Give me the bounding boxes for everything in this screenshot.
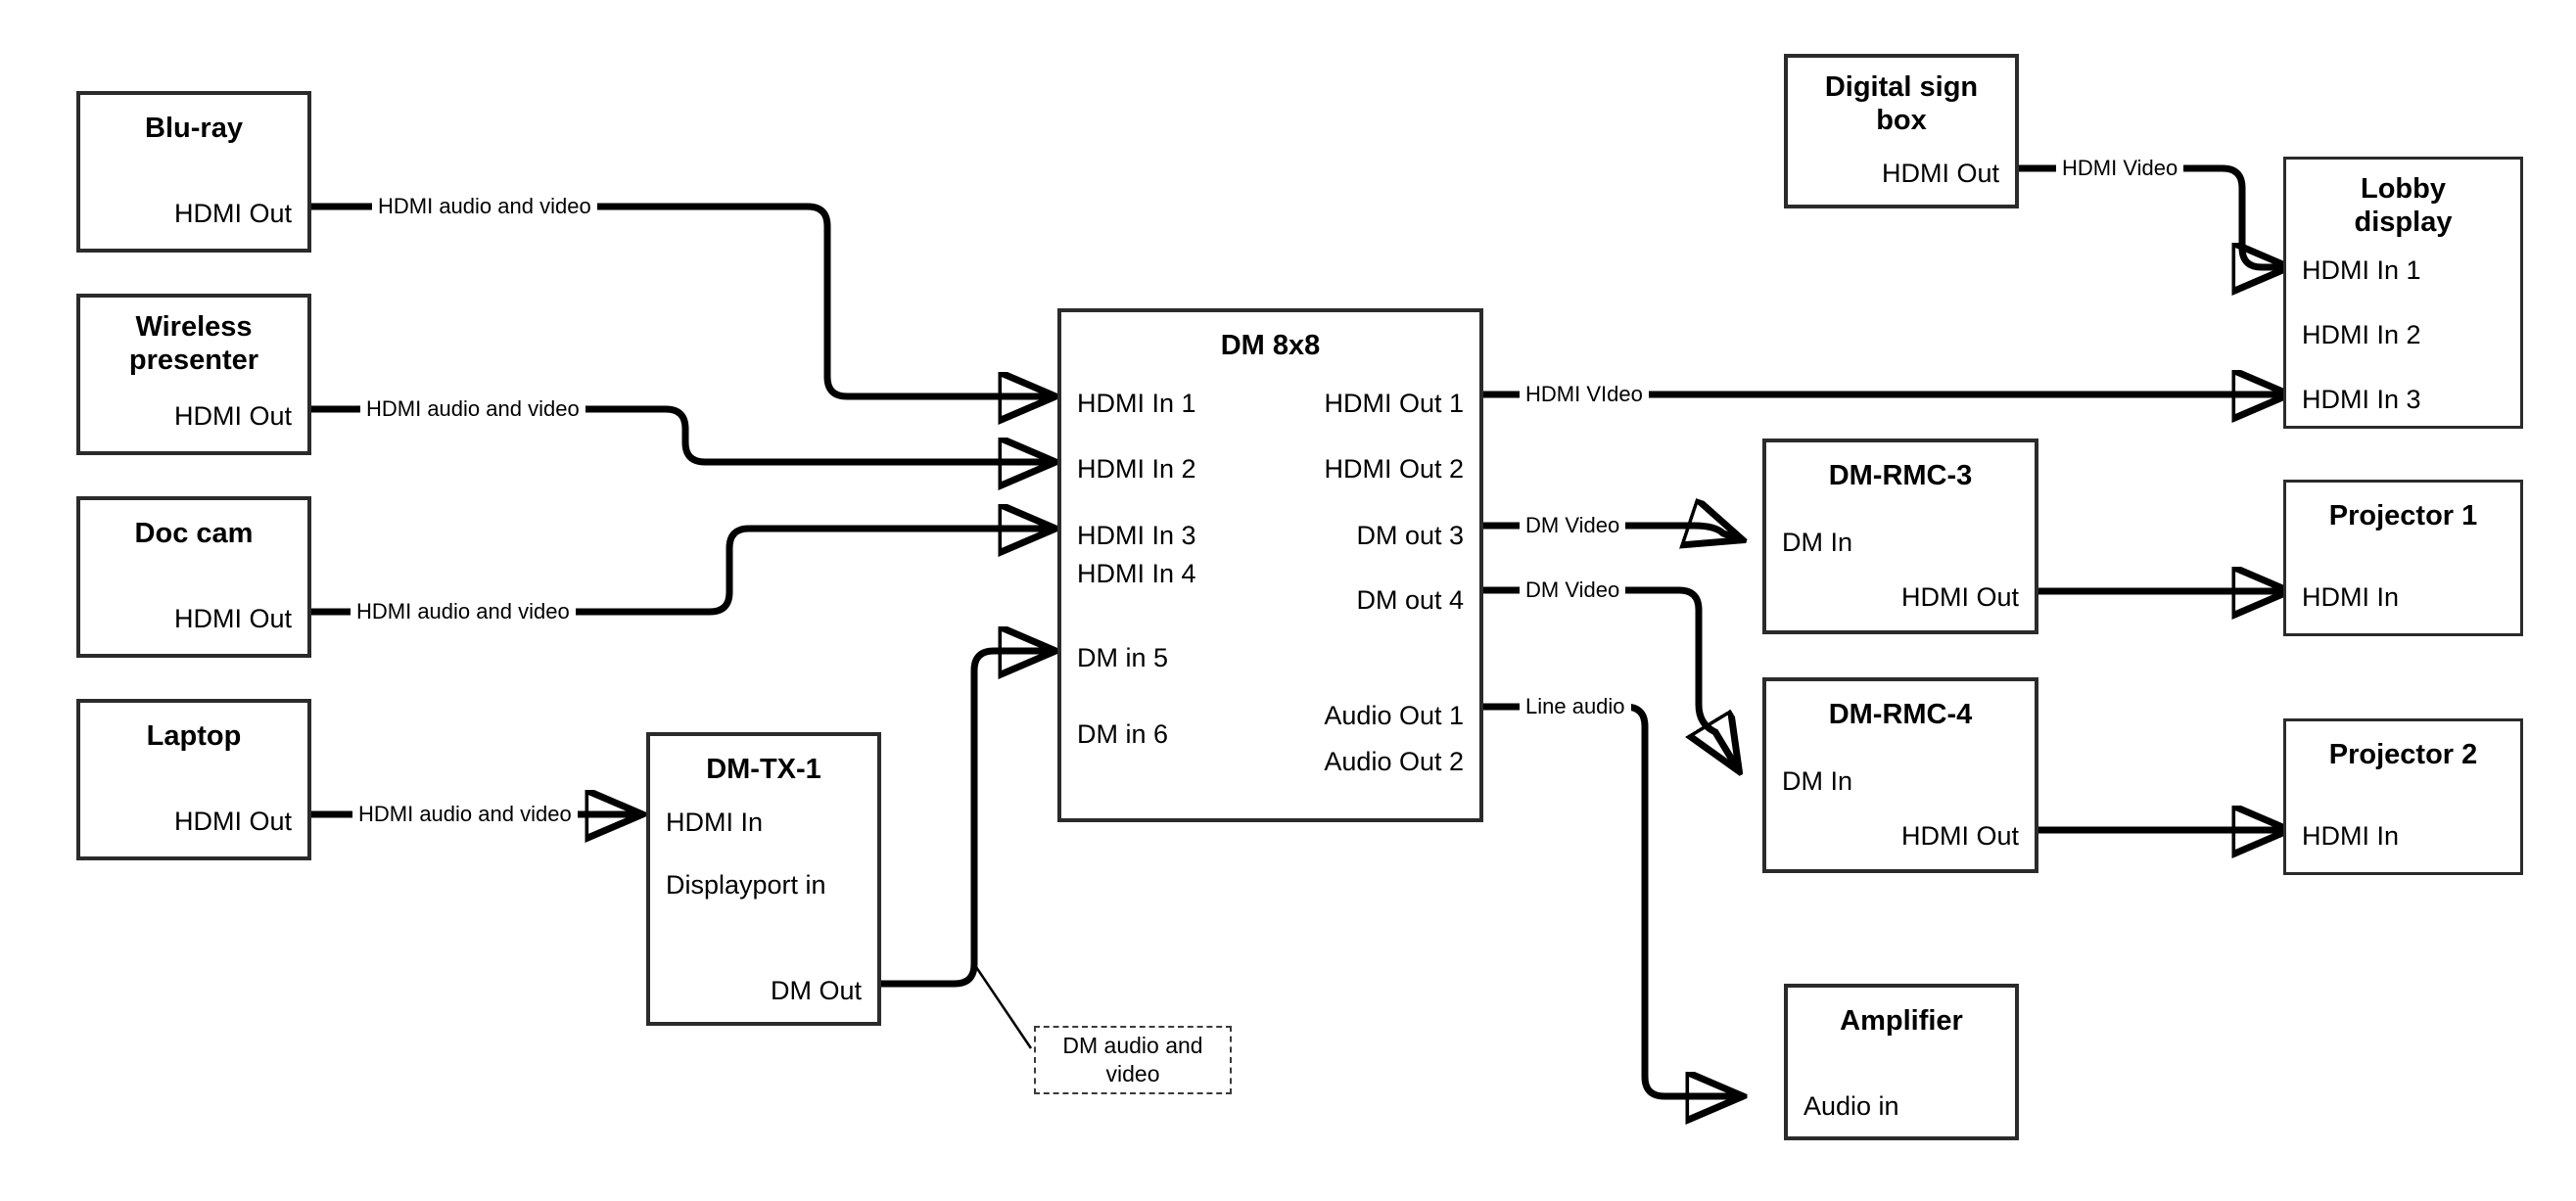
edge-label-wireless-to-hdmi-in-2: HDMI audio and video — [360, 398, 585, 420]
node-amplifier-title: Amplifier — [1840, 1005, 1963, 1037]
node-dm-rmc-4-title: DM-RMC-4 — [1828, 699, 1973, 730]
node-digital-sign-box-title-line1: Digital sign — [1824, 71, 1979, 103]
node-dm-8x8-input-hdmi-in-4: HDMI In 4 — [1077, 559, 1196, 588]
node-wireless-presenter[interactable]: Wireless presenter HDMI Out — [76, 294, 311, 455]
annotation-dm-audio-and-video-text: DM audio and video — [1062, 1032, 1202, 1088]
node-lobby-display-port-hdmi-in-1: HDMI In 1 — [2302, 255, 2421, 285]
node-dm-8x8-output-hdmi-out-1: HDMI Out 1 — [1324, 389, 1464, 418]
node-dm-8x8-input-hdmi-in-3: HDMI In 3 — [1077, 521, 1196, 550]
node-dm-rmc-3-port-hdmi-out: HDMI Out — [1900, 582, 2019, 612]
node-dm-rmc-4-port-dm-in: DM In — [1782, 766, 1853, 796]
node-dm-rmc-4[interactable]: DM-RMC-4 DM In HDMI Out — [1762, 677, 2038, 873]
node-wireless-presenter-title-line2: presenter — [128, 345, 259, 376]
node-doc-cam-title: Doc cam — [134, 518, 254, 549]
node-dm-rmc-3[interactable]: DM-RMC-3 DM In HDMI Out — [1762, 439, 2038, 634]
node-projector-1-title: Projector 1 — [2328, 500, 2478, 531]
node-digital-sign-box-port-hdmi-out: HDMI Out — [1881, 159, 1999, 188]
node-doc-cam-port-hdmi-out: HDMI Out — [173, 604, 292, 633]
node-projector-1[interactable]: Projector 1 HDMI In — [2283, 480, 2523, 636]
node-dm-tx-1[interactable]: DM-TX-1 HDMI In Displayport in DM Out — [646, 732, 881, 1026]
node-dm-8x8-output-audio-out-1: Audio Out 1 — [1324, 701, 1464, 730]
annotation-dm-audio-and-video: DM audio and video — [1034, 1026, 1232, 1094]
node-projector-2-title: Projector 2 — [2328, 739, 2478, 770]
node-laptop-port-hdmi-out: HDMI Out — [173, 807, 292, 836]
edge-label-dm-out-3-to-rmc-3: DM Video — [1520, 515, 1626, 536]
node-doc-cam[interactable]: Doc cam HDMI Out — [76, 496, 311, 658]
node-dm-tx-1-title: DM-TX-1 — [706, 754, 821, 785]
node-amplifier-port-audio-in: Audio in — [1803, 1091, 1899, 1121]
edge-label-hdmi-out-1-to-lobby: HDMI VIdeo — [1520, 384, 1649, 405]
node-dm-8x8-title: DM 8x8 — [1220, 330, 1321, 361]
node-dm-tx-1-port-hdmi-in: HDMI In — [666, 808, 764, 837]
edge-label-dm-out-4-to-rmc-4: DM Video — [1520, 579, 1626, 601]
node-dm-8x8-input-dm-in-6: DM in 6 — [1077, 719, 1169, 749]
edge-label-bluray-to-hdmi-in-1: HDMI audio and video — [372, 196, 597, 217]
edge-label-laptop-to-dm-tx-1: HDMI audio and video — [352, 804, 578, 825]
node-dm-8x8[interactable]: DM 8x8 HDMI In 1 HDMI In 2 HDMI In 3 HDM… — [1057, 308, 1483, 822]
node-dm-rmc-4-port-hdmi-out: HDMI Out — [1900, 821, 2019, 851]
node-dm-8x8-input-hdmi-in-1: HDMI In 1 — [1077, 389, 1196, 418]
node-lobby-display-title-line2: display — [2354, 207, 2453, 238]
annotation-line-2: video — [1105, 1061, 1160, 1086]
node-lobby-display-title-line1: Lobby — [2361, 173, 2446, 205]
node-dm-rmc-3-title: DM-RMC-3 — [1828, 460, 1973, 491]
edge-label-digital-sign-to-lobby: HDMI Video — [2056, 158, 2184, 179]
edge-label-doccam-to-hdmi-in-3: HDMI audio and video — [351, 601, 576, 623]
node-dm-tx-1-port-displayport-in: Displayport in — [666, 870, 826, 900]
node-dm-8x8-output-dm-out-3: DM out 3 — [1356, 521, 1464, 550]
node-wireless-presenter-title-line1: Wireless — [135, 311, 253, 343]
node-dm-8x8-input-dm-in-5: DM in 5 — [1077, 643, 1169, 672]
node-dm-rmc-3-port-dm-in: DM In — [1782, 528, 1853, 557]
node-dm-8x8-output-dm-out-4: DM out 4 — [1356, 585, 1464, 615]
node-dm-8x8-input-hdmi-in-2: HDMI In 2 — [1077, 454, 1196, 484]
node-digital-sign-box-title-line2: box — [1876, 105, 1927, 136]
annotation-line-1: DM audio and — [1062, 1033, 1203, 1059]
node-blu-ray[interactable]: Blu-ray HDMI Out — [76, 91, 311, 253]
node-lobby-display[interactable]: Lobby display HDMI In 1 HDMI In 2 HDMI I… — [2283, 157, 2523, 429]
node-blu-ray-port-hdmi-out: HDMI Out — [173, 199, 292, 228]
node-dm-8x8-output-hdmi-out-2: HDMI Out 2 — [1324, 454, 1464, 484]
node-projector-2-port-hdmi-in: HDMI In — [2302, 821, 2400, 851]
edge-label-audio-out-1-to-amplifier: Line audio — [1520, 696, 1631, 717]
node-wireless-presenter-port-hdmi-out: HDMI Out — [173, 401, 292, 431]
node-lobby-display-port-hdmi-in-3: HDMI In 3 — [2302, 385, 2421, 414]
node-laptop-title: Laptop — [146, 720, 242, 752]
node-lobby-display-port-hdmi-in-2: HDMI In 2 — [2302, 320, 2421, 349]
node-dm-tx-1-port-dm-out: DM Out — [770, 976, 862, 1005]
node-projector-1-port-hdmi-in: HDMI In — [2302, 582, 2400, 612]
node-digital-sign-box[interactable]: Digital sign box HDMI Out — [1784, 54, 2019, 208]
node-amplifier[interactable]: Amplifier Audio in — [1784, 984, 2019, 1140]
node-laptop[interactable]: Laptop HDMI Out — [76, 699, 311, 860]
node-blu-ray-title: Blu-ray — [145, 113, 243, 144]
node-dm-8x8-output-audio-out-2: Audio Out 2 — [1324, 747, 1464, 776]
node-projector-2[interactable]: Projector 2 HDMI In — [2283, 718, 2523, 875]
